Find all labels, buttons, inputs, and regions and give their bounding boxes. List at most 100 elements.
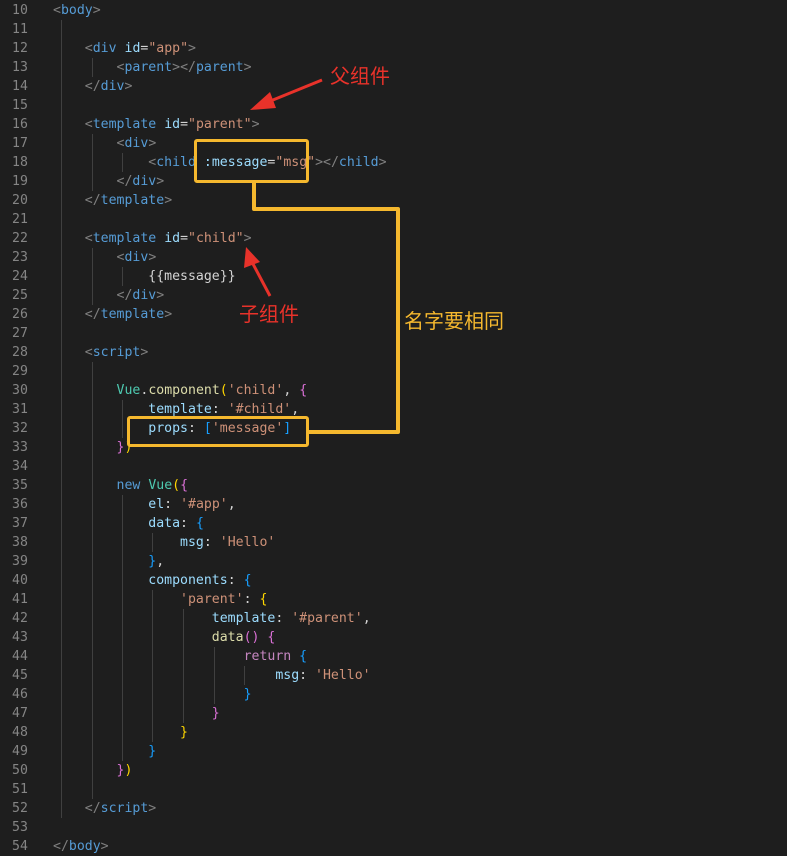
line-number: 35 [12, 478, 28, 493]
code-line[interactable]: 36 el: '#app', [0, 495, 787, 514]
line-number: 50 [12, 763, 28, 778]
line-number: 29 [12, 364, 28, 379]
code-line[interactable]: 45 msg: 'Hello' [0, 666, 787, 685]
indent-guide [183, 609, 184, 723]
code-line[interactable]: 23 <div> [0, 248, 787, 267]
code-text: Vue.component('child', { [53, 381, 308, 400]
code-token: > [148, 801, 157, 816]
code-token: > [156, 174, 165, 189]
code-line[interactable]: 18 <child :message="msg"></child> [0, 153, 787, 172]
code-line[interactable]: 40 components: { [0, 571, 787, 590]
code-text: }) [53, 761, 133, 780]
code-line[interactable]: 43 data() { [0, 628, 787, 647]
code-line[interactable]: 14 </div> [0, 77, 787, 96]
code-token: ( [219, 383, 228, 398]
code-text: <body> [53, 1, 101, 20]
code-line[interactable]: 19 </div> [0, 172, 787, 191]
code-line[interactable]: 33 }) [0, 438, 787, 457]
indent-guide [244, 666, 245, 685]
code-token [53, 41, 85, 56]
line-number: 40 [12, 573, 28, 588]
code-token: template [100, 193, 165, 208]
code-line[interactable]: 46 } [0, 685, 787, 704]
code-token: </ [116, 288, 133, 303]
code-line[interactable]: 53 [0, 818, 787, 837]
code-token: > [243, 231, 252, 246]
code-token: > [92, 3, 101, 18]
code-token: < [116, 250, 125, 265]
code-text: data() { [53, 628, 276, 647]
indent-guide [92, 248, 93, 305]
code-token: parent [124, 60, 173, 75]
code-token: template [92, 117, 157, 132]
code-token [53, 136, 117, 151]
code-token: : [299, 668, 316, 683]
code-line[interactable]: 41 'parent': { [0, 590, 787, 609]
code-token: child [338, 155, 379, 170]
code-line[interactable]: 52 </script> [0, 799, 787, 818]
code-line[interactable]: 21 [0, 210, 787, 229]
code-token: > [188, 41, 196, 56]
code-text: msg: 'Hello' [53, 533, 275, 552]
code-line[interactable]: 10<body> [0, 1, 787, 20]
code-line[interactable]: 20 </template> [0, 191, 787, 210]
code-line[interactable]: 22 <template id="child"> [0, 229, 787, 248]
code-token: id [124, 41, 141, 56]
line-number: 52 [12, 801, 28, 816]
code-token: div [132, 174, 157, 189]
code-token [53, 269, 148, 284]
code-line[interactable]: 38 msg: 'Hello' [0, 533, 787, 552]
code-line[interactable]: 17 <div> [0, 134, 787, 153]
code-text: } [53, 742, 156, 761]
code-line[interactable]: 32 props: ['message'] [0, 419, 787, 438]
code-line[interactable]: 12 <div id="app"> [0, 39, 787, 58]
code-line[interactable]: 50 }) [0, 761, 787, 780]
code-token: "parent" [188, 117, 252, 132]
code-token: msg [275, 668, 300, 683]
code-line[interactable]: 28 <script> [0, 343, 787, 362]
code-line[interactable]: 42 template: '#parent', [0, 609, 787, 628]
code-line[interactable]: 13 <parent></parent> [0, 58, 787, 77]
code-line[interactable]: 30 Vue.component('child', { [0, 381, 787, 400]
code-line[interactable]: 54</body> [0, 837, 787, 856]
code-line[interactable]: 48 } [0, 723, 787, 742]
code-line[interactable]: 27 [0, 324, 787, 343]
code-token: > [164, 193, 173, 208]
line-number: 43 [12, 630, 28, 645]
code-token: : [211, 402, 228, 417]
code-line[interactable]: 37 data: { [0, 514, 787, 533]
code-line[interactable]: 15 [0, 96, 787, 115]
code-line[interactable]: 26 </template> [0, 305, 787, 324]
code-text: } [53, 723, 188, 742]
code-token: = [180, 231, 189, 246]
code-line[interactable]: 47 } [0, 704, 787, 723]
code-token: id [164, 117, 181, 132]
code-token: script [100, 801, 149, 816]
code-line[interactable]: 44 return { [0, 647, 787, 666]
code-token [53, 554, 148, 569]
code-token: { [195, 516, 204, 531]
code-line[interactable]: 25 </div> [0, 286, 787, 305]
code-line[interactable]: 34 [0, 457, 787, 476]
line-number: 21 [12, 212, 28, 227]
code-text: }, [53, 552, 164, 571]
code-line[interactable]: 51 [0, 780, 787, 799]
props-highlight [127, 416, 309, 447]
line-number: 13 [12, 60, 28, 75]
code-line[interactable]: 16 <template id="parent"> [0, 115, 787, 134]
code-token: components [148, 573, 228, 588]
code-token: div [100, 79, 125, 94]
code-token [117, 41, 125, 56]
code-line[interactable]: 31 template: '#child', [0, 400, 787, 419]
code-token: { [267, 630, 276, 645]
line-number: 31 [12, 402, 28, 417]
code-line[interactable]: 35 new Vue({ [0, 476, 787, 495]
code-line[interactable]: 11 [0, 20, 787, 39]
line-number: 46 [12, 687, 28, 702]
code-line[interactable]: 49 } [0, 742, 787, 761]
code-line[interactable]: 29 [0, 362, 787, 381]
code-line[interactable]: 24 {{message}} [0, 267, 787, 286]
code-line[interactable]: 39 }, [0, 552, 787, 571]
code-token: </ [53, 839, 69, 854]
